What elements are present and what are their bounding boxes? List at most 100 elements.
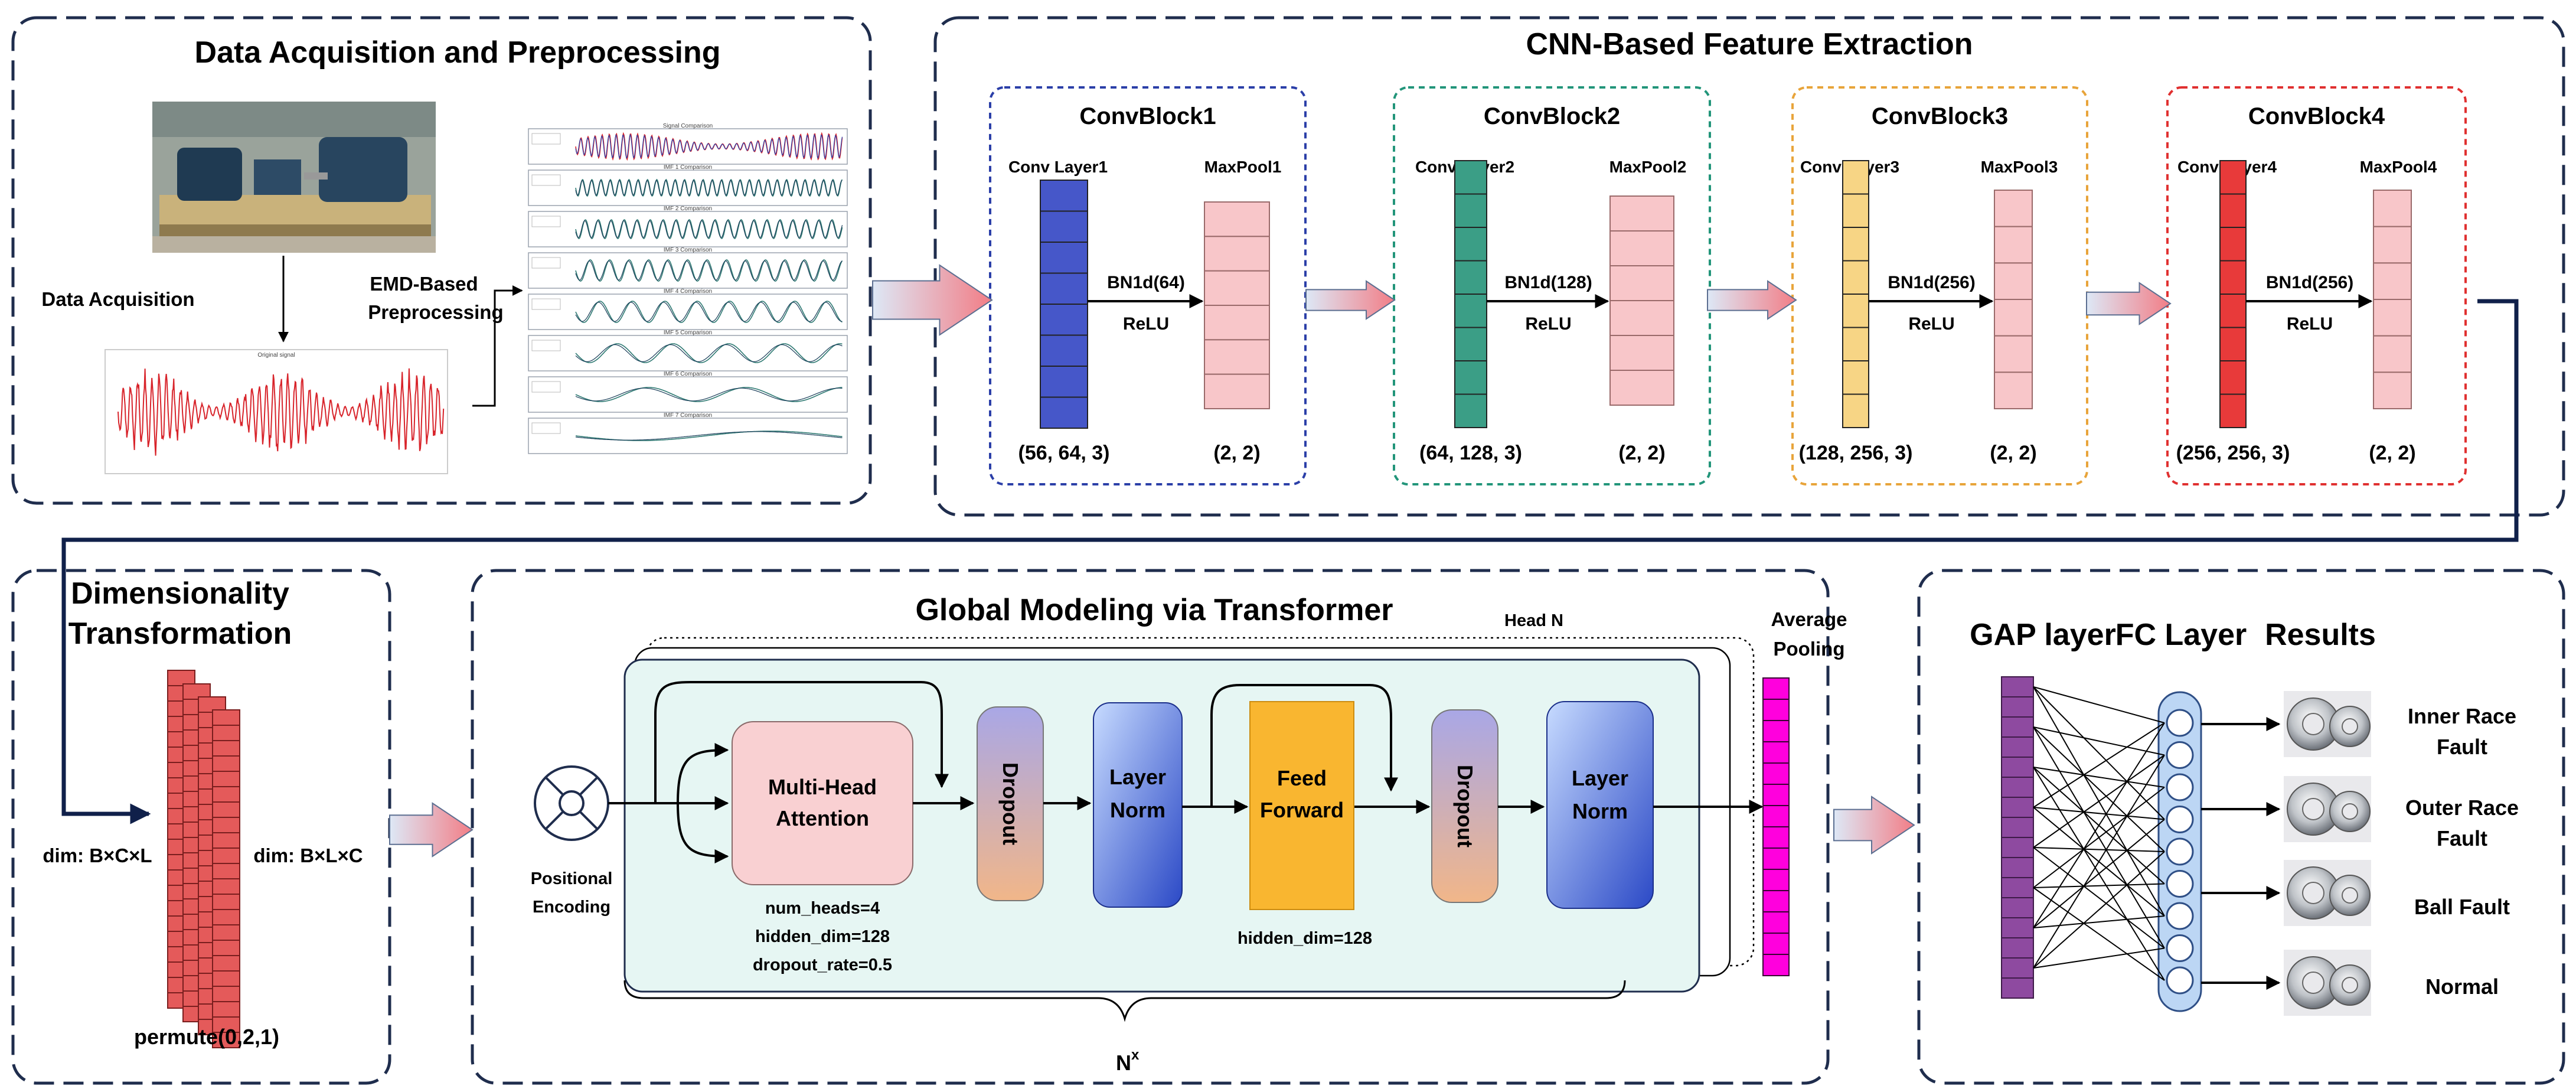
pool-cell (1762, 911, 1790, 934)
pool-cell (1762, 933, 1790, 955)
conv-dim-label: (56, 64, 3) (1018, 442, 1110, 464)
average-pooling-vector (1762, 677, 1790, 976)
conv-dim-label: (128, 256, 3) (1799, 442, 1913, 464)
svg-text:Dropout: Dropout (1453, 765, 1477, 847)
svg-text:Dropout: Dropout (998, 762, 1023, 845)
signal-to-emd-connector (472, 285, 523, 407)
fc-node (2166, 741, 2194, 769)
repeat-sup: x (1131, 1047, 1140, 1063)
original-signal-trace (117, 368, 445, 456)
avg-pooling-label-1: Average (1771, 608, 1847, 630)
fc-node (2166, 709, 2194, 737)
cnn-frame (933, 16, 2565, 517)
conv-layer-bar (1454, 160, 1487, 428)
imf-panel: IMF 1 Comparison (528, 164, 848, 206)
fc-node (2166, 806, 2194, 833)
pool-cell (1762, 805, 1790, 827)
pool-cell (1762, 869, 1790, 891)
conv-block-title: ConvBlock3 (1872, 103, 2008, 129)
conv-block-title: ConvBlock1 (1079, 103, 1216, 129)
svg-text:Normal: Normal (2425, 974, 2499, 999)
svg-text:Norm: Norm (1110, 798, 1165, 822)
transformer-title: Global Modeling via Transformer (915, 593, 1393, 627)
bearing-image-icon (2284, 860, 2371, 926)
pool-cell (1762, 741, 1790, 764)
positional-encoding-label-2: Encoding (533, 898, 610, 917)
conv-layer-bar (1040, 180, 1088, 429)
conv-layer-bar (2219, 160, 2247, 428)
pool-cell (1762, 847, 1790, 870)
svg-text:Layer: Layer (1572, 766, 1628, 790)
maxpool-label: MaxPool3 (1981, 158, 2058, 176)
fc-node (2166, 837, 2194, 866)
avg-pooling-label-2: Pooling (1774, 638, 1845, 660)
section-frames (11, 16, 2565, 1085)
svg-text:Original signal: Original signal (257, 352, 295, 358)
pool-dim-label: (2, 2) (1990, 442, 2036, 464)
conv-dim-label: (64, 128, 3) (1419, 442, 1522, 464)
conv-block-title: ConvBlock4 (2248, 103, 2385, 129)
svg-text:Fault: Fault (2437, 735, 2487, 759)
relu-label: ReLU (2287, 314, 2333, 334)
flow-arrow-transformer-to-output (1833, 796, 1915, 855)
pool-cell (1762, 699, 1790, 721)
gap-layer-vector (2001, 676, 2034, 999)
pool-cell (1762, 954, 1790, 976)
feed-forward-arrows (1182, 684, 1431, 814)
svg-text:Norm: Norm (1572, 799, 1628, 823)
conv-layer-label: Conv Layer1 (1008, 158, 1108, 176)
svg-text:Outer Race: Outer Race (2405, 796, 2519, 820)
test-rig-photo (152, 102, 436, 253)
imf-panel-title: IMF 1 Comparison (664, 164, 712, 171)
flow-arrow-dim-to-transformer (389, 802, 474, 858)
flow-arrow-acq-to-cnn (872, 264, 993, 336)
cnn-to-dimension-connector (61, 299, 2519, 824)
svg-text:Multi-Head: Multi-Head (768, 775, 877, 799)
gap-layer-label: GAP layer (1970, 618, 2116, 652)
dimension-tensor-stack (167, 670, 240, 1048)
cnn-title: CNN-Based Feature Extraction (1526, 27, 1973, 61)
imf-panel: IMF 3 Comparison (528, 247, 848, 289)
fc-node (2166, 902, 2194, 930)
results-label: Results (2265, 618, 2376, 652)
data-acquisition-frame (11, 16, 872, 505)
pool-dim-label: (2, 2) (1213, 442, 1260, 464)
data-acquisition-label: Data Acquisition (41, 288, 194, 310)
maxpool-bar (1609, 195, 1674, 406)
layer-norm-block-2: Layer Norm (1546, 701, 1654, 909)
relu-label: ReLU (1525, 314, 1571, 334)
imf-panel: IMF 7 Comparison (528, 412, 848, 454)
repeat-base: N (1116, 1051, 1131, 1075)
head-n-label: Head N (1504, 611, 1563, 630)
class-2-label: Outer Race Fault (2405, 796, 2519, 850)
pool-dim-label: (2, 2) (2369, 442, 2415, 464)
batchnorm-label: BN1d(256) (2266, 273, 2353, 292)
fc-node (2166, 870, 2194, 898)
imf-panel-title: IMF 5 Comparison (664, 330, 712, 336)
mha-input-arrows (608, 681, 949, 863)
maxpool-bar (2373, 190, 2412, 409)
output-frame (1917, 569, 2565, 1085)
dropout-block-1: Dropout (977, 706, 1044, 901)
pool-cell (1762, 784, 1790, 806)
emd-label-line2: Preprocessing (368, 301, 503, 323)
dim-left-label: dim: B×C×L (43, 845, 152, 866)
imf-panel-title: IMF 2 Comparison (664, 206, 712, 212)
svg-text:Fault: Fault (2437, 826, 2487, 850)
batchnorm-label: BN1d(64) (1107, 273, 1185, 292)
transformer-frame (471, 569, 1830, 1085)
positional-encoding-icon (534, 765, 609, 841)
pool-cell (1762, 762, 1790, 785)
fc-layer-label: FC Layer (2115, 618, 2247, 652)
svg-text:Inner Race: Inner Race (2408, 704, 2516, 728)
class-3-label: Ball Fault (2414, 895, 2510, 919)
ff-param: hidden_dim=128 (1238, 929, 1372, 948)
imf-panel: Signal Comparison (528, 123, 848, 165)
class-4-label: Normal (2425, 974, 2499, 999)
repeat-brace (623, 980, 1626, 1022)
imf-panel-title: IMF 4 Comparison (664, 288, 712, 295)
bearing-image-icon (2284, 776, 2371, 842)
